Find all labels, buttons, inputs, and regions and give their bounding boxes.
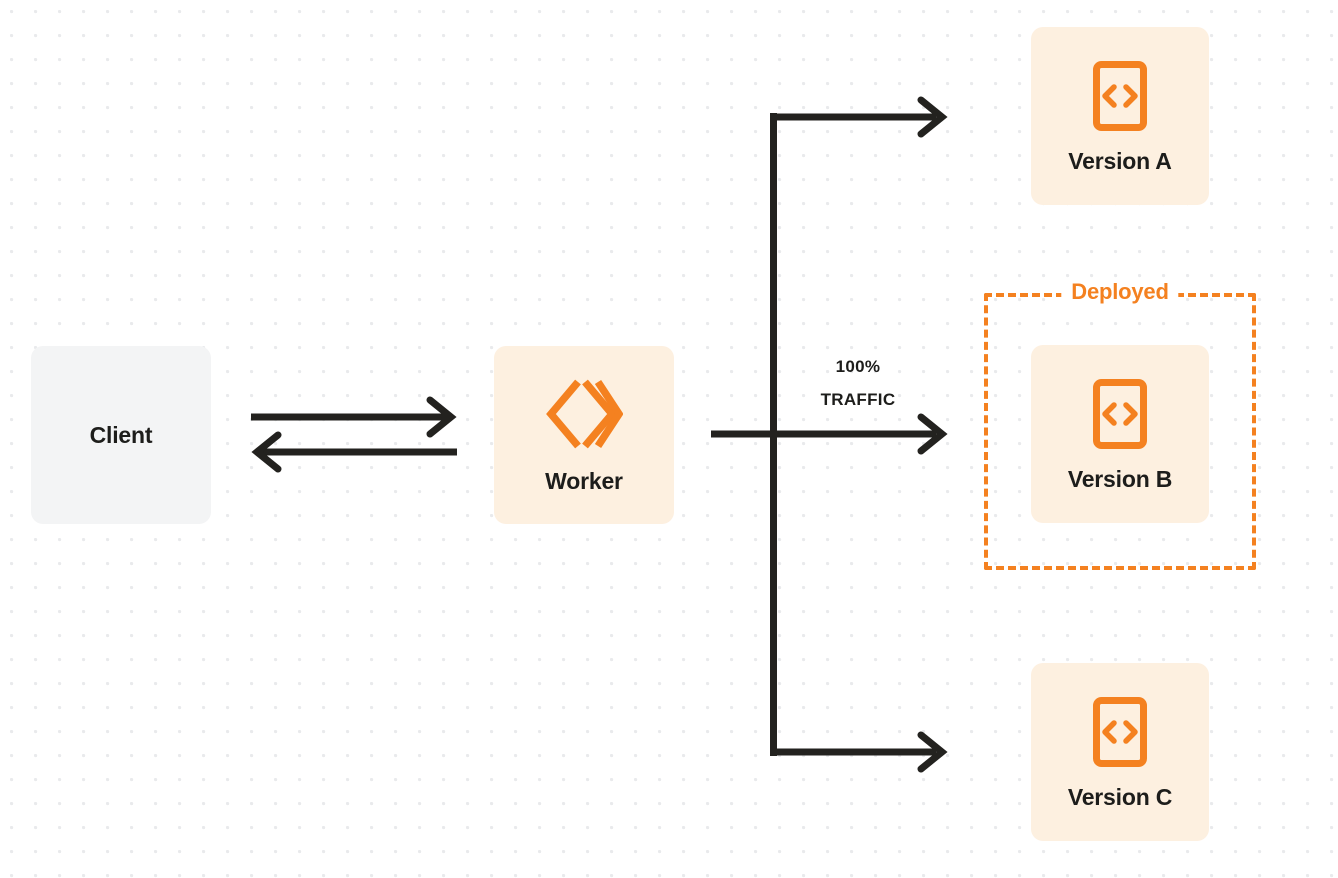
version-b-label: Version B: [1067, 465, 1173, 492]
version-c-node[interactable]: Version C: [1031, 663, 1209, 841]
arrow-branch-version-a: [770, 96, 948, 138]
code-file-icon: [1092, 60, 1148, 132]
version-a-label: Version A: [1068, 147, 1172, 174]
arrow-branch-version-b: [711, 413, 948, 455]
version-a-node[interactable]: Version A: [1031, 27, 1209, 205]
client-label: Client: [89, 421, 153, 448]
worker-label: Worker: [545, 467, 623, 494]
traffic-label: 100% TRAFFIC: [775, 350, 941, 416]
arrow-branch-version-c: [770, 731, 948, 773]
worker-node[interactable]: Worker: [494, 346, 674, 524]
client-node[interactable]: Client: [31, 346, 211, 524]
version-b-node[interactable]: Version B: [1031, 345, 1209, 523]
code-file-icon: [1092, 696, 1148, 768]
deployed-group-label: Deployed: [1061, 281, 1179, 303]
workers-logo-icon: [545, 378, 623, 450]
traffic-word: TRAFFIC: [820, 390, 896, 410]
code-file-icon: [1092, 378, 1148, 450]
deployed-group-box: Deployed: [984, 281, 1256, 570]
version-c-label: Version C: [1067, 783, 1173, 810]
arrow-client-to-worker: [251, 396, 457, 438]
traffic-percent: 100%: [835, 357, 881, 376]
arrow-worker-to-client: [251, 431, 457, 473]
